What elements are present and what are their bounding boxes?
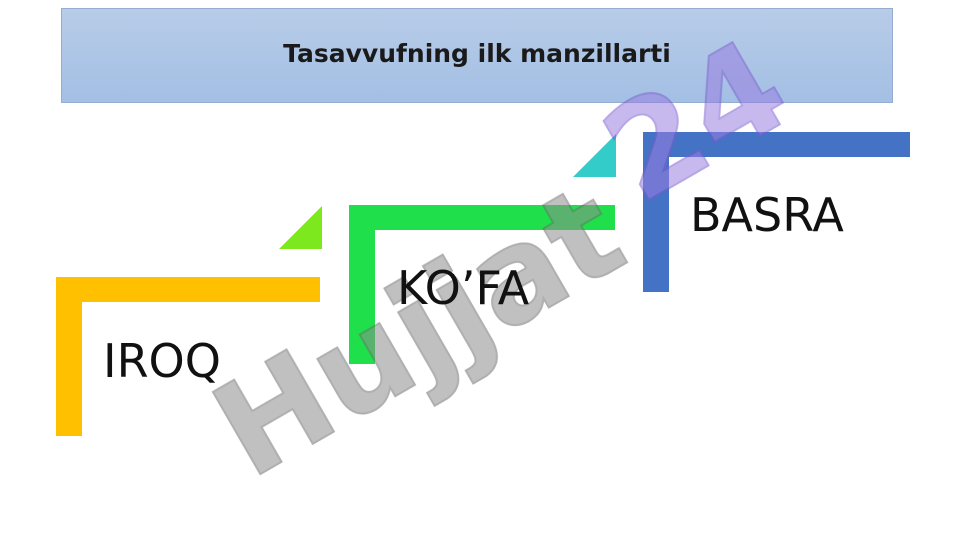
step-basra-bracket (643, 132, 910, 292)
step-arrow-2 (573, 134, 616, 177)
step-kofa-bracket (349, 205, 615, 364)
step-label-iroq: IROQ (103, 334, 221, 388)
title-box: Tasavvufning ilk manzillarti (61, 8, 893, 103)
step-arrow-1 (279, 206, 322, 249)
step-iroq-bracket (56, 277, 320, 436)
step-label-kofa: KO’FA (397, 261, 530, 315)
step-label-basra: BASRA (690, 188, 844, 242)
slide-title: Tasavvufning ilk manzillarti (283, 39, 671, 68)
